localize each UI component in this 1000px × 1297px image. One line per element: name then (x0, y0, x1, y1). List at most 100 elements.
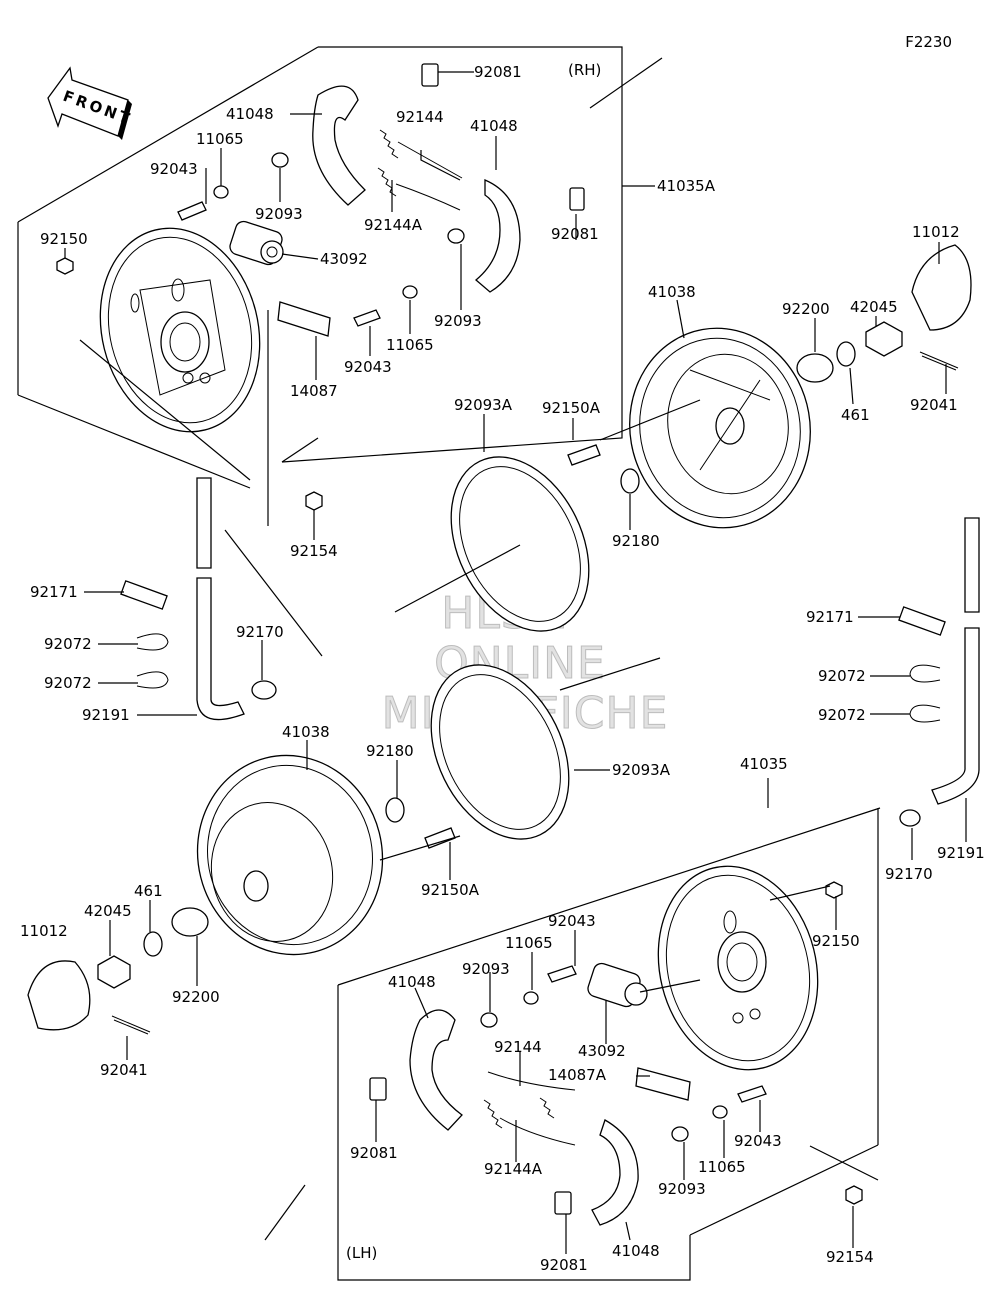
banjo-left (251, 680, 277, 700)
callout-label: 43092 (578, 1042, 626, 1060)
callout-label: 92043 (150, 160, 198, 178)
callout-label: 92072 (44, 635, 92, 653)
rh-bracket (277, 301, 331, 337)
callout-label: 92041 (910, 396, 958, 414)
callout-label: 41035 (740, 755, 788, 773)
figure-code: F2230 (905, 33, 952, 51)
callout-label: 41048 (612, 1242, 660, 1260)
rh-washer-upper (213, 185, 229, 199)
lh-group-frame: (LH) (264, 778, 881, 1281)
callout-label: 92072 (818, 706, 866, 724)
callout-label: 92081 (350, 1144, 398, 1162)
rh-hubcap (911, 244, 972, 331)
lh-hubcap (27, 960, 91, 1031)
callout-label: 92150 (40, 230, 88, 248)
lh-spring-lower (483, 1099, 576, 1146)
callout-label: 92093 (658, 1180, 706, 1198)
callout-label: 11065 (386, 336, 434, 354)
front-arrow-icon: FRONT (47, 66, 135, 140)
lh-group-label: (LH) (346, 1244, 377, 1262)
callout-label: 92093 (255, 205, 303, 223)
lh-bracket (635, 1067, 691, 1101)
rh-cotter-pin (919, 351, 959, 371)
rh-seal-ring (450, 456, 590, 632)
callout-label: 11065 (505, 934, 553, 952)
rh-group-frame: (RH) (17, 46, 663, 489)
lh-clip-bottom (554, 1191, 572, 1215)
callout-label: 41035A (657, 177, 716, 195)
rh-spring-lower (377, 167, 461, 211)
callout-label: 92200 (172, 988, 220, 1006)
lh-backing-plate (657, 865, 819, 1071)
rh-seat-upper (271, 152, 289, 168)
rh-pin-upper (177, 201, 207, 221)
callout-label: 92081 (540, 1256, 588, 1274)
callout-label: 42045 (84, 902, 132, 920)
callout-label: 14087A (548, 1066, 607, 1084)
clamp-plate-right (898, 606, 946, 636)
callout-label: 41038 (282, 723, 330, 741)
hose-clamp-right-2 (909, 704, 941, 723)
hose-clamp-right-1 (909, 664, 941, 683)
bolt-92154-rh (305, 491, 323, 511)
callout-label: 92041 (100, 1061, 148, 1079)
lh-thrust-washer (171, 907, 209, 937)
part-shapes (27, 63, 980, 1226)
lh-cotter-pin (111, 1015, 151, 1035)
rh-wheel-cylinder (229, 220, 284, 266)
bolt-92150-rh (56, 257, 74, 275)
callout-label: 92154 (290, 542, 338, 560)
callout-label: 41038 (648, 283, 696, 301)
bolt-92150-lh (825, 881, 843, 899)
rh-backing-plate (99, 227, 261, 433)
lh-shoe-upper (409, 1009, 463, 1131)
callout-label: 92093A (612, 761, 671, 779)
lh-seal-ring (430, 664, 570, 840)
callout-label: 461 (841, 406, 870, 424)
callout-label: 461 (134, 882, 163, 900)
lh-oring (385, 797, 405, 823)
callout-label: 41048 (388, 973, 436, 991)
rh-stud (567, 444, 601, 466)
rh-shoe-upper (312, 85, 366, 206)
lh-lock-washer (143, 931, 163, 957)
lh-wheel-cylinder (587, 962, 648, 1008)
hose-clamp-left-2 (136, 671, 169, 689)
callout-label: 92170 (236, 623, 284, 641)
bolt-92154-lh (845, 1185, 863, 1205)
callout-label: 92093 (434, 312, 482, 330)
callout-label: 92191 (82, 706, 130, 724)
callout-label: 92072 (44, 674, 92, 692)
callout-label: 92144A (484, 1160, 543, 1178)
callout-label: 41048 (226, 105, 274, 123)
callout-label: 11012 (20, 922, 68, 940)
callout-label: 92043 (344, 358, 392, 376)
lh-shoe-lower (591, 1119, 639, 1226)
lh-pin-lower (737, 1085, 767, 1103)
rh-thrust-washer (796, 353, 834, 383)
callout-label: 92171 (30, 583, 78, 601)
rh-clip-lower (569, 187, 585, 211)
callout-label: 41048 (470, 117, 518, 135)
callout-label: 92093A (454, 396, 513, 414)
callout-label: 11065 (196, 130, 244, 148)
lh-washer-lower (712, 1105, 728, 1119)
callout-label: 11012 (912, 223, 960, 241)
rh-drum (629, 327, 811, 529)
callout-label: 92200 (782, 300, 830, 318)
rh-pin-lower (353, 309, 381, 327)
callout-label: 92154 (826, 1248, 874, 1266)
callout-label: 92081 (474, 63, 522, 81)
clamp-plate-left (120, 580, 168, 610)
rh-clip-upper (421, 63, 439, 87)
rh-shoe-lower (474, 179, 521, 293)
rh-castle-nut (865, 321, 903, 357)
callout-label: 92081 (551, 225, 599, 243)
rh-seat-lower (447, 228, 465, 244)
lh-spring-upper (487, 1071, 576, 1119)
callout-label: 92072 (818, 667, 866, 685)
banjo-right (899, 809, 921, 827)
lh-seat-lower (671, 1126, 689, 1142)
lh-pin-upper (547, 965, 577, 983)
